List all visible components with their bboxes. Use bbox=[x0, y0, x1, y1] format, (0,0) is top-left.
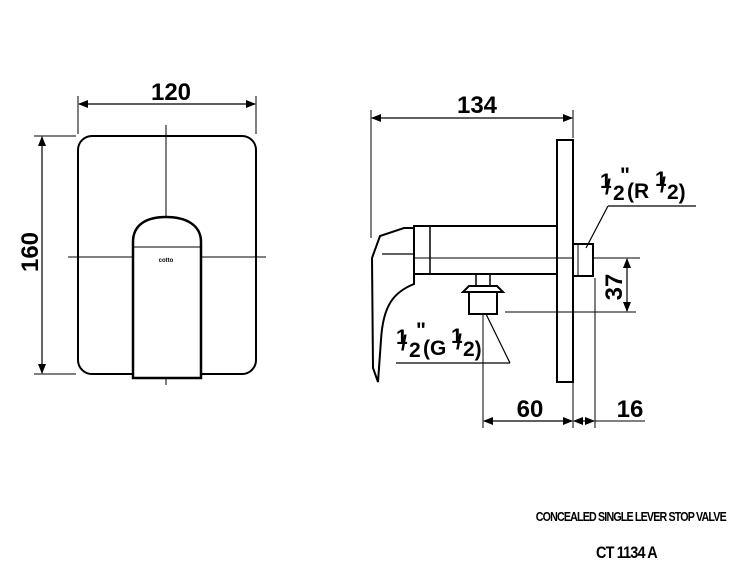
outlet-thread-den: 2 bbox=[409, 339, 421, 362]
inlet-thread-den: 2 bbox=[613, 182, 625, 205]
dim-depth-label: 134 bbox=[457, 92, 498, 119]
inlet-thread-mark: " bbox=[620, 164, 630, 187]
outlet-thread-mark: " bbox=[416, 319, 426, 342]
inlet-thread-slash: / bbox=[605, 176, 611, 199]
dim-wall-label: 16 bbox=[617, 396, 644, 423]
thread-callout-outlet: 1 / 2 " (G 1 / 2) bbox=[396, 313, 511, 364]
inlet-connector bbox=[572, 243, 594, 277]
front-view: cotto 120 160 bbox=[17, 79, 266, 385]
outlet-thread-slash: / bbox=[401, 332, 407, 355]
inlet-leader-line bbox=[585, 205, 609, 249]
dim-offset-label: 37 bbox=[601, 274, 628, 301]
valve-body bbox=[413, 225, 558, 275]
inlet-thread-frac-num: 1 bbox=[655, 168, 667, 191]
inlet-thread-frac-den: 2) bbox=[667, 181, 686, 204]
thread-callout-inlet: 1 / 2 " (R 1 / 2) bbox=[585, 164, 696, 249]
inlet-thread-num: 1 bbox=[600, 170, 612, 193]
side-view: 134 37 60 16 1 / 2 " (R 1 / 2) bbox=[370, 92, 696, 428]
inlet-thread-frac-slash: / bbox=[660, 174, 666, 197]
outlet-thread-frac-den: 2) bbox=[463, 338, 482, 361]
product-code: CT 1134 A bbox=[596, 543, 658, 562]
outlet-connector bbox=[468, 291, 498, 315]
lever-handle bbox=[131, 215, 203, 380]
outlet-leader-line bbox=[485, 313, 511, 364]
outlet-thread-text: (G bbox=[423, 337, 446, 360]
outlet-thread-frac-num: 1 bbox=[451, 325, 463, 348]
dim-height-label: 160 bbox=[17, 232, 44, 272]
product-name: CONCEALED SINGLE LEVER STOP VALVE bbox=[535, 509, 727, 524]
brand-logo: cotto bbox=[159, 258, 174, 264]
outlet-thread-frac-slash: / bbox=[456, 331, 462, 354]
dim-body-label: 60 bbox=[517, 396, 544, 423]
outlet-thread-num: 1 bbox=[396, 326, 408, 349]
wall-flange bbox=[556, 139, 574, 383]
inlet-thread-text: (R bbox=[627, 180, 649, 203]
lever-side bbox=[370, 227, 415, 383]
outlet-nut bbox=[460, 285, 506, 293]
dim-width-label: 120 bbox=[151, 79, 191, 106]
